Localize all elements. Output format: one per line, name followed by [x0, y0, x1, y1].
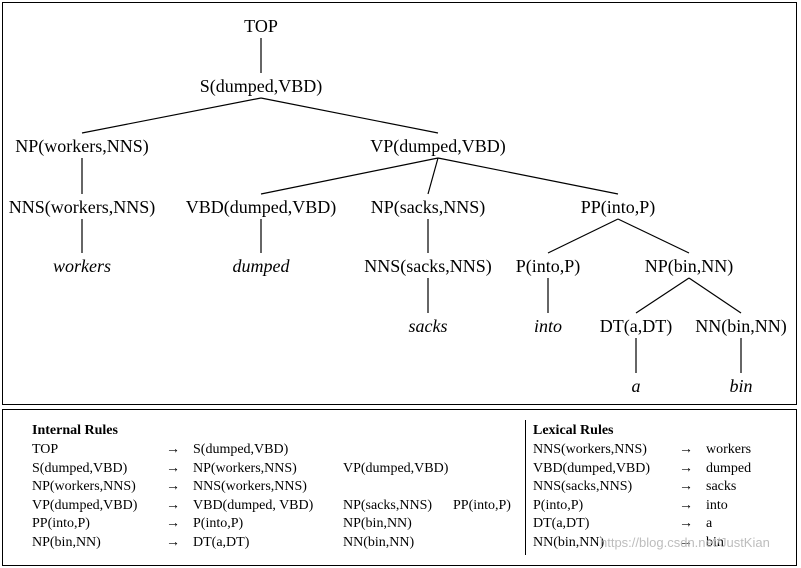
internal-rule-lhs: NP(bin,NN): [32, 535, 101, 550]
rule-arrow: →: [166, 442, 180, 457]
tree-leaf-w-workers: workers: [53, 256, 111, 276]
rule-arrow: →: [679, 460, 693, 476]
tree-edge-vp-dumped-to-np-sacks: [427, 157, 439, 195]
tree-edge-s-to-np-workers: [81, 97, 262, 134]
rules-divider: [525, 420, 526, 555]
tree-leaf-w-sacks: sacks: [408, 316, 448, 336]
internal-rule-rhs: NP(bin,NN): [343, 516, 412, 532]
tree-node-p-into: P(into,P): [515, 256, 581, 276]
rule-arrow: →: [166, 460, 180, 476]
tree-node-pp-into: PP(into,P): [580, 197, 656, 217]
internal-rule-rhs: S(dumped,VBD): [193, 442, 289, 457]
tree-node-nn-bin: NN(bin,NN): [695, 316, 787, 336]
lexical-rule-lhs: NNS(workers,NNS): [533, 442, 647, 457]
rule-arrow: →: [166, 479, 180, 495]
rule-arrow: →: [166, 535, 180, 550]
tree-leaf-w-dumped: dumped: [232, 256, 290, 276]
tree-edge-vp-dumped-to-vbd-dumped: [260, 157, 439, 195]
internal-rules-title: Internal Rules: [32, 423, 118, 438]
tree-leaf-w-a: a: [631, 376, 641, 396]
internal-rule-lhs: VP(dumped,VBD): [32, 497, 138, 513]
lexical-rule-rhs: bin: [706, 535, 724, 550]
internal-rule-rhs: P(into,P): [193, 516, 244, 532]
internal-rule-rhs: NP(sacks,NNS): [343, 497, 433, 513]
internal-rule-rhs: VBD(dumped, VBD): [193, 497, 314, 513]
rule-arrow: →: [679, 535, 693, 550]
tree-node-nns-sacks: NNS(sacks,NNS): [364, 256, 492, 276]
tree-edge-pp-into-to-np-bin: [617, 218, 690, 254]
lexical-rule-rhs: a: [706, 516, 713, 532]
tree-edge-s-to-vp-dumped: [260, 97, 439, 134]
tree-node-vbd-dumped: VBD(dumped,VBD): [185, 197, 337, 217]
tree-node-nns-workers: NNS(workers,NNS): [8, 197, 156, 217]
internal-rule-lhs: S(dumped,VBD): [32, 460, 128, 476]
rule-arrow: →: [166, 516, 180, 532]
internal-rule-rhs: NP(workers,NNS): [193, 460, 297, 476]
internal-rule-rhs: DT(a,DT): [193, 535, 250, 550]
lexical-rules-title: Lexical Rules: [533, 423, 614, 438]
internal-rule-lhs: NP(workers,NNS): [32, 479, 136, 495]
tree-leaf-w-bin: bin: [729, 376, 753, 396]
lexical-rule-rhs: dumped: [706, 460, 752, 476]
tree-node-dt-a: DT(a,DT): [599, 316, 673, 336]
lexical-rule-lhs: P(into,P): [533, 497, 584, 513]
rules-panel: [2, 409, 797, 566]
lexical-rule-lhs: NNS(sacks,NNS): [533, 479, 633, 495]
lexical-rule-lhs: VBD(dumped,VBD): [533, 460, 651, 476]
tree-edge-np-bin-to-dt-a: [635, 277, 690, 314]
internal-rule-lhs: PP(into,P): [32, 516, 90, 532]
tree-edge-np-bin-to-nn-bin: [688, 277, 742, 314]
lexical-rule-lhs: NN(bin,NN): [533, 535, 605, 550]
tree-node-np-bin: NP(bin,NN): [644, 256, 734, 276]
internal-rule-rhs: VP(dumped,VBD): [343, 460, 449, 476]
internal-rule-rhs: PP(into,P): [453, 497, 511, 513]
tree-node-s: S(dumped,VBD): [199, 76, 323, 96]
lexical-rule-rhs: workers: [706, 442, 752, 457]
tree-node-np-workers: NP(workers,NNS): [15, 136, 149, 156]
rule-arrow: →: [679, 497, 693, 513]
rule-arrow: →: [679, 516, 693, 532]
lexical-rule-rhs: into: [706, 497, 728, 513]
rule-arrow: →: [679, 442, 693, 457]
internal-rule-lhs: TOP: [32, 442, 59, 457]
lexical-rule-rhs: sacks: [706, 479, 737, 495]
rule-arrow: →: [679, 479, 693, 495]
tree-node-np-sacks: NP(sacks,NNS): [370, 197, 486, 217]
parse-tree-panel: [2, 2, 797, 405]
tree-leaf-w-into: into: [533, 316, 563, 336]
tree-node-vp-dumped: VP(dumped,VBD): [370, 136, 506, 156]
internal-rule-rhs: NNS(workers,NNS): [193, 479, 307, 495]
lexical-rule-lhs: DT(a,DT): [533, 516, 590, 532]
internal-rule-rhs: NN(bin,NN): [343, 535, 415, 550]
parse-tree-edges: [81, 38, 742, 373]
tree-node-top: TOP: [244, 16, 278, 36]
rule-arrow: →: [166, 497, 180, 513]
watermark: https://blog.csdn.net/JustKian: [600, 535, 770, 550]
tree-edge-vp-dumped-to-pp-into: [437, 157, 619, 195]
tree-edge-pp-into-to-p-into: [547, 218, 619, 254]
